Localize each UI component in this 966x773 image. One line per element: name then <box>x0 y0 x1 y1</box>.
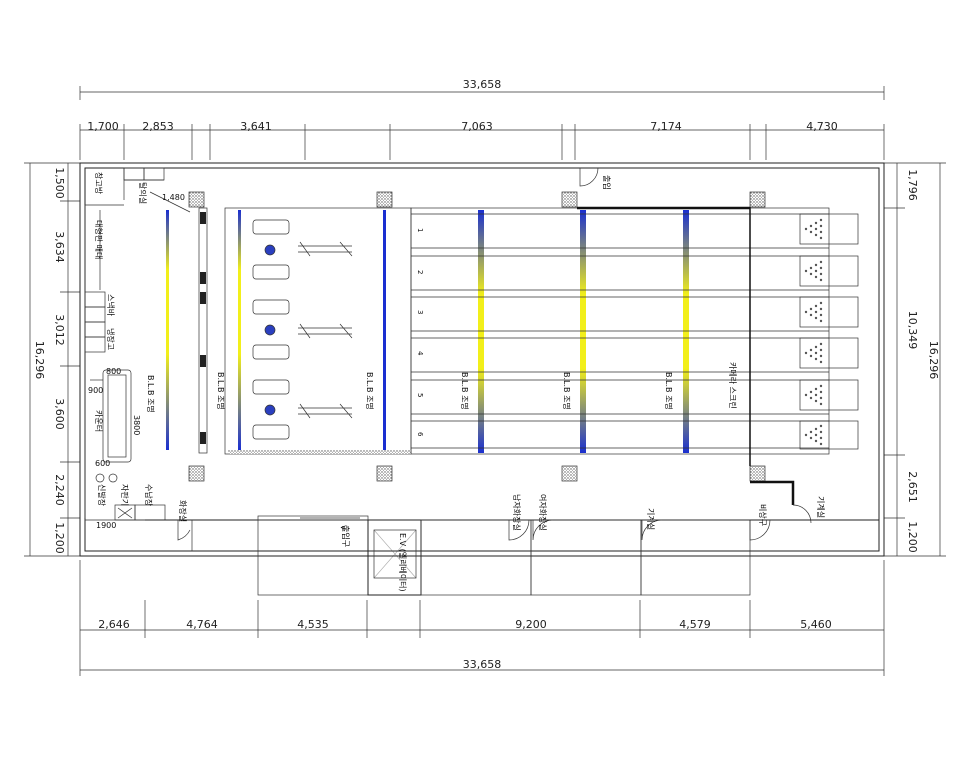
room-front: 탈의실 <box>138 182 148 204</box>
top-dim-1: 1,700 <box>87 120 119 133</box>
room-office: 창고방 <box>94 172 104 195</box>
light-label: B.L.B 조명 <box>216 372 226 410</box>
left-service-area: 1,480 800 900 3800 1900 600 창고방 탈의실 대형판 … <box>84 167 191 530</box>
column <box>376 191 393 208</box>
bottom-dim-6: 5,460 <box>800 618 832 631</box>
column <box>376 465 393 482</box>
lane-number: 3 <box>416 310 424 314</box>
lane-number: 4 <box>416 351 424 356</box>
room-mech: 기계실 <box>646 508 656 530</box>
top-dimensions: 33,658 1,700 2,853 3,641 7,063 7,174 4,7… <box>79 78 885 160</box>
lane-number: 5 <box>416 393 424 397</box>
bottom-total-dim: 33,658 <box>463 658 502 671</box>
top-right-walls: 출입 <box>577 167 812 524</box>
room-display: 대형판 매대 <box>94 220 103 259</box>
left-dimensions: 16,296 1,500 3,634 3,012 3,600 2,240 1,2… <box>24 162 80 557</box>
bowling-lanes: 1 2 3 4 5 6 <box>410 207 859 455</box>
blb-light-strip <box>166 210 169 450</box>
pins <box>804 218 823 446</box>
top-dim-4: 7,063 <box>461 120 493 133</box>
lane-number: 1 <box>416 228 424 232</box>
door-top-label: 출입 <box>602 175 612 190</box>
room-storage: 수납장 <box>144 484 154 507</box>
dim-600: 600 <box>95 459 110 468</box>
light-label: B.L.B 조명 <box>562 372 572 410</box>
right-dim-3: 2,651 <box>906 471 919 503</box>
left-dim-3: 3,012 <box>53 314 66 346</box>
seating-groups <box>252 219 290 440</box>
right-dimensions: 16,296 1,796 10,349 2,651 1,200 <box>884 162 946 557</box>
left-total-dim: 16,296 <box>33 341 46 380</box>
left-dim-1: 1,500 <box>53 167 66 199</box>
top-dim-2: 2,853 <box>142 120 174 133</box>
lighting-strips: B.L.B 조명 B.L.B 조명 B.L.B 조명 B.L.B 조명 B.L.… <box>146 210 738 453</box>
light-label: B.L.B 조명 <box>460 372 470 410</box>
left-dim-6: 1,200 <box>53 522 66 554</box>
bottom-dimensions: 2,646 4,764 4,535 9,200 4,579 5,460 33,6… <box>79 560 885 676</box>
room-storage-right: 기계실 <box>816 496 826 518</box>
column <box>561 191 578 208</box>
room-exit: 비상구 <box>758 504 768 526</box>
column <box>561 465 578 482</box>
left-dim-2: 3,634 <box>53 231 66 263</box>
blb-light-strip <box>238 210 241 450</box>
ball-returns <box>298 241 353 419</box>
bottom-rooms: 화장실 출입구 < E.V (엘리베이터) 남자화장실 여자화장실 기계실 비상… <box>145 494 879 596</box>
room-vending: 자판기 <box>120 484 129 506</box>
bottom-dim-4: 9,200 <box>515 618 547 631</box>
room-restroom-left: 화장실 <box>178 500 188 522</box>
left-dim-5: 2,240 <box>53 474 66 506</box>
bottom-dim-1: 2,646 <box>98 618 130 631</box>
room-snack: 스낵바 <box>106 294 116 317</box>
blb-light-strip <box>580 210 586 453</box>
structural-columns <box>188 191 766 482</box>
room-restroom-women: 여자화장실 <box>538 494 548 531</box>
top-dim-3: 3,641 <box>240 120 272 133</box>
left-dim-4: 3,600 <box>53 398 66 430</box>
blb-light-strip <box>478 210 484 453</box>
column <box>749 465 766 482</box>
light-label: B.L.B 조명 <box>146 375 156 413</box>
lane-number: 6 <box>416 432 424 437</box>
top-dim-5: 7,174 <box>650 120 682 133</box>
room-entrance: 출입구 <box>341 525 351 547</box>
screen-label: 카메라 스크린 <box>728 362 738 409</box>
room-fridge: 냉장고 <box>106 328 116 350</box>
right-total-dim: 16,296 <box>927 341 940 380</box>
light-label: B.L.B 조명 <box>365 372 375 410</box>
dim-1900: 1900 <box>96 521 116 530</box>
top-total-dim: 33,658 <box>463 78 502 91</box>
pin-decks <box>799 213 859 450</box>
blb-light-strip <box>383 210 386 450</box>
bottom-dim-2: 4,764 <box>186 618 218 631</box>
room-restroom-men: 남자화장실 <box>512 494 522 531</box>
column <box>188 465 205 482</box>
dim-3800: 3800 <box>132 415 141 435</box>
blb-light-strip <box>683 210 689 453</box>
room-machine: 신발장 <box>97 484 107 507</box>
right-dim-4: 1,200 <box>906 521 919 553</box>
right-dim-2: 10,349 <box>906 311 919 350</box>
dim-900: 900 <box>88 386 103 395</box>
dim-1480: 1,480 <box>162 193 185 202</box>
light-label: B.L.B 조명 <box>664 372 674 410</box>
column <box>749 191 766 208</box>
lounge-area <box>198 207 412 455</box>
entrance-arrow-icon: < <box>340 523 347 532</box>
lane-number: 2 <box>416 270 424 274</box>
top-dim-6: 4,730 <box>806 120 838 133</box>
bottom-dim-3: 4,535 <box>297 618 329 631</box>
dim-800: 800 <box>106 367 121 376</box>
bottom-dim-5: 4,579 <box>679 618 711 631</box>
column <box>188 191 205 208</box>
right-dim-1: 1,796 <box>906 169 919 201</box>
room-elevator: E.V (엘리베이터) <box>398 533 408 592</box>
room-counter: 카운터 <box>94 410 103 432</box>
